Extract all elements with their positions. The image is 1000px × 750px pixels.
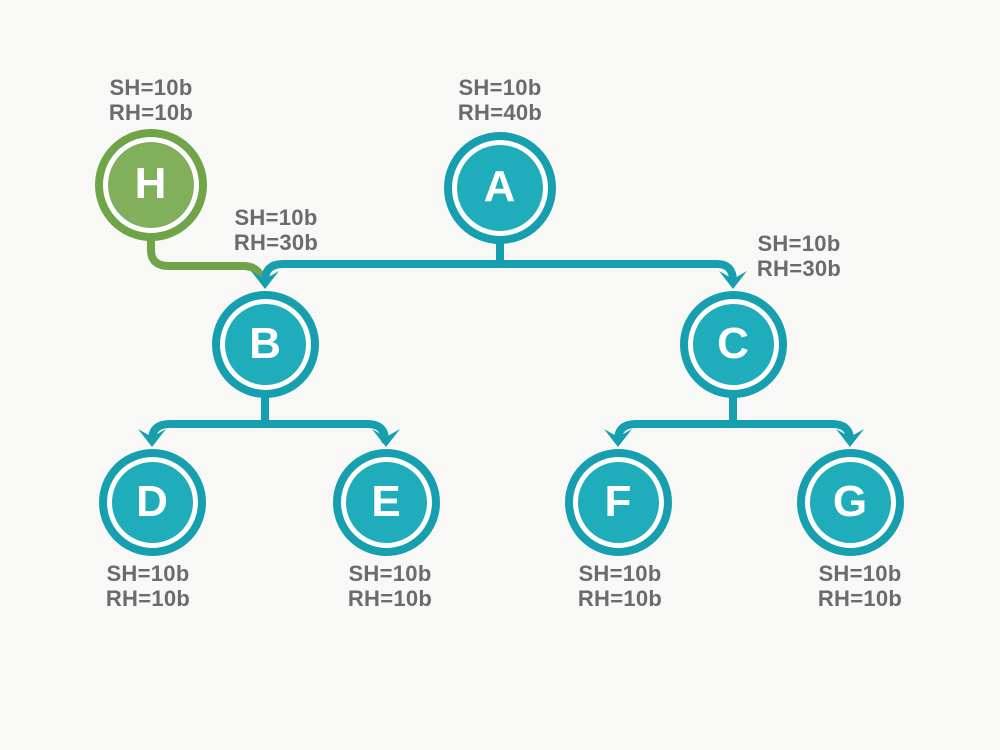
node-e-circle: E	[346, 462, 427, 543]
annotation-edge-b-rh: RH=30b	[233, 230, 319, 255]
node-h-label: H	[134, 159, 168, 208]
node-c-label: C	[717, 318, 750, 368]
annotation-edge-c-rh: RH=30b	[756, 256, 842, 281]
arrowhead-into-d	[138, 429, 166, 447]
node-b-circle: B	[225, 304, 306, 385]
node-g: G	[797, 449, 904, 556]
annotation-e: SH=10b RH=10b	[320, 561, 460, 611]
annotation-e-sh: SH=10b	[348, 561, 432, 586]
annotation-g-rh: RH=10b	[817, 586, 903, 611]
arrowhead-into-f	[604, 429, 632, 447]
annotation-e-rh: RH=10b	[347, 586, 433, 611]
annotation-edge-c-sh: SH=10b	[757, 231, 841, 256]
node-b: B	[212, 291, 319, 398]
node-a-circle: A	[457, 145, 543, 231]
annotation-a-rh: RH=40b	[457, 100, 543, 125]
node-d-label: D	[136, 476, 169, 526]
annotation-f-sh: SH=10b	[578, 561, 662, 586]
node-b-label: B	[249, 318, 282, 368]
annotation-f-rh: RH=10b	[577, 586, 663, 611]
arrowhead-into-g	[836, 429, 864, 447]
node-d-circle: D	[112, 462, 193, 543]
node-h-circle: H	[108, 142, 194, 228]
node-e-label: E	[371, 476, 402, 526]
arrowhead-into-c	[719, 271, 747, 289]
node-c: C	[680, 291, 787, 398]
edge-b-bar	[148, 420, 389, 444]
annotation-edge-c: SH=10b RH=30b	[729, 231, 869, 281]
node-h: H	[95, 129, 207, 241]
annotation-d: SH=10b RH=10b	[78, 561, 218, 611]
node-d: D	[99, 449, 206, 556]
annotation-edge-b: SH=10b RH=30b	[206, 205, 346, 255]
annotation-h-rh: RH=10b	[108, 100, 194, 125]
node-g-circle: G	[810, 462, 891, 543]
annotation-f: SH=10b RH=10b	[550, 561, 690, 611]
node-f-label: F	[604, 476, 633, 526]
arrowhead-into-e	[372, 429, 400, 447]
annotation-d-sh: SH=10b	[106, 561, 190, 586]
annotation-d-rh: RH=10b	[105, 586, 191, 611]
node-e: E	[333, 449, 440, 556]
node-a: A	[444, 132, 556, 244]
annotation-a: SH=10b RH=40b	[430, 75, 570, 125]
annotation-g-sh: SH=10b	[818, 561, 902, 586]
annotation-edge-b-sh: SH=10b	[234, 205, 318, 230]
edge-a-trunk	[261, 260, 737, 285]
node-a-label: A	[483, 162, 517, 211]
edge-h-to-b	[147, 232, 265, 281]
node-f-circle: F	[578, 462, 659, 543]
node-c-circle: C	[693, 304, 774, 385]
edge-c-bar	[614, 420, 854, 444]
annotation-h-sh: SH=10b	[109, 75, 193, 100]
annotation-a-sh: SH=10b	[458, 75, 542, 100]
annotation-g: SH=10b RH=10b	[790, 561, 930, 611]
arrowhead-into-b	[251, 271, 279, 289]
node-f: F	[565, 449, 672, 556]
node-g-label: G	[832, 476, 869, 526]
annotation-h: SH=10b RH=10b	[81, 75, 221, 125]
